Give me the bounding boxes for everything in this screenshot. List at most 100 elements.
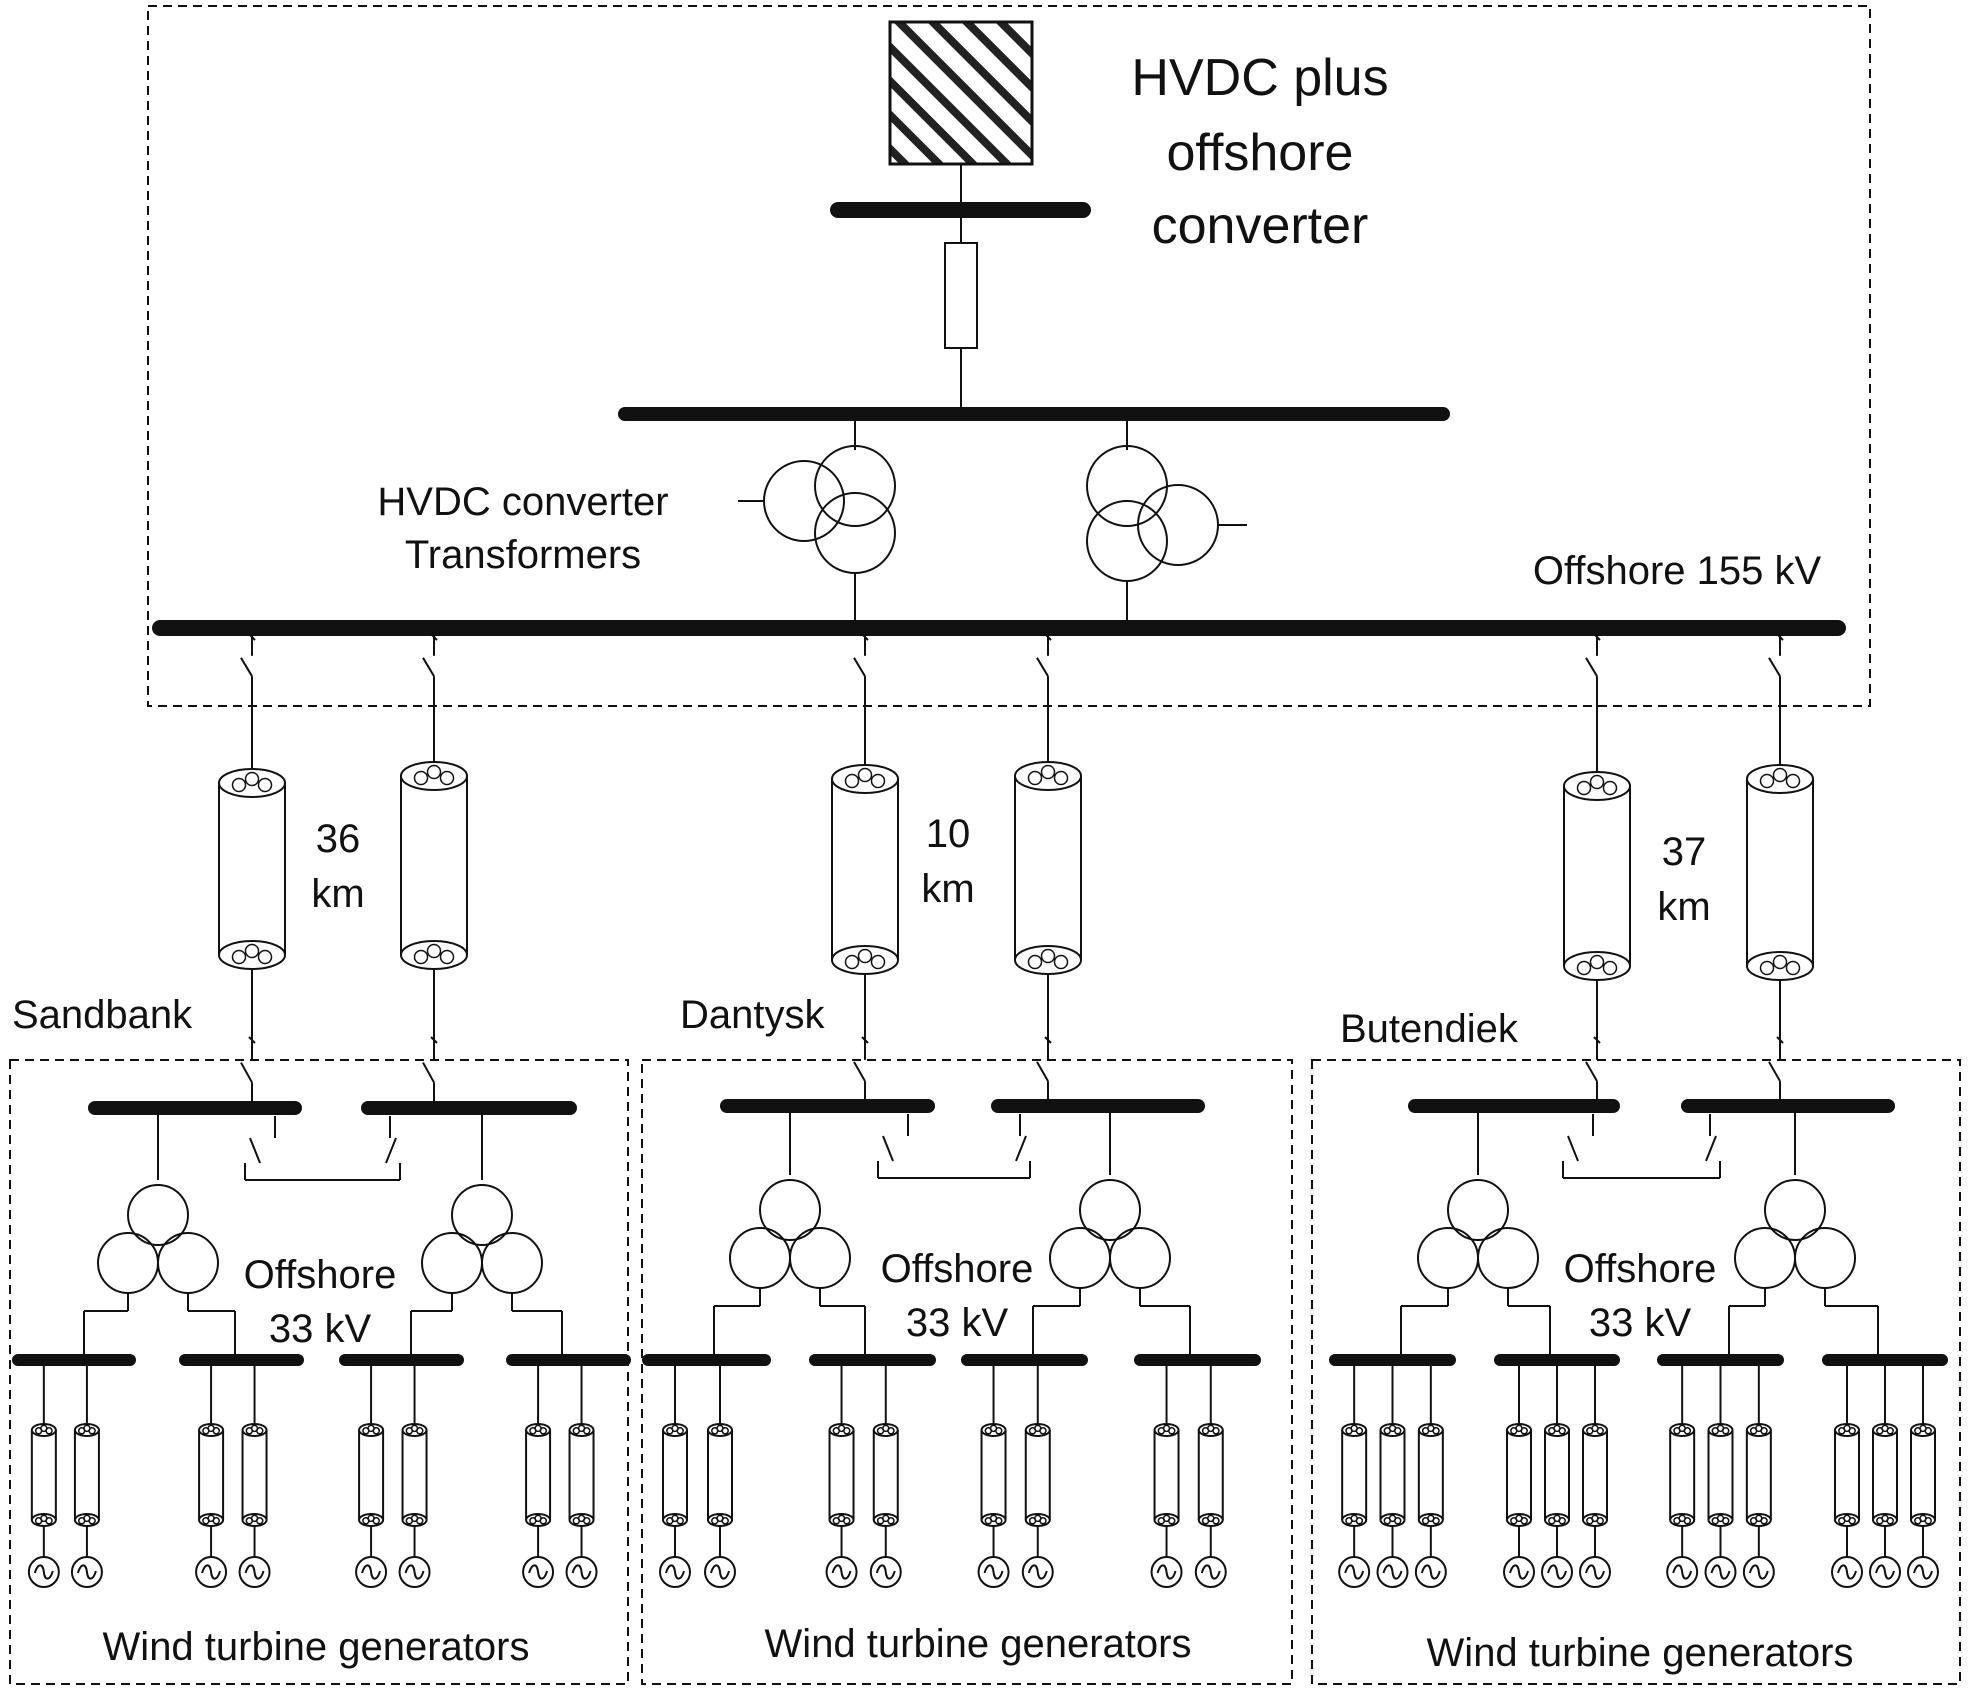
feeder-bus-2 — [179, 1354, 304, 1588]
conductor-bottom-2 — [1848, 1517, 1856, 1525]
switch-blade — [853, 657, 866, 677]
ac-wave — [1913, 1564, 1933, 1580]
conductor-bottom-2 — [842, 1517, 851, 1525]
collector-transformer-2 — [1728, 1112, 1879, 1359]
conductor-top-1 — [1040, 764, 1056, 780]
conductor-top-1 — [1772, 767, 1788, 783]
conductor-top-2 — [439, 770, 455, 786]
wind-turbine-generator — [1666, 1556, 1699, 1588]
conductor-top-2 — [1212, 1427, 1220, 1435]
collector-transformer-2 — [1032, 1112, 1191, 1359]
winding-lv-1 — [1417, 1227, 1479, 1289]
feeder-bus-3 — [339, 1354, 464, 1588]
conductor-top-2 — [45, 1427, 53, 1435]
hvdc-platform — [147, 5, 1871, 707]
array-cable — [1834, 1423, 1860, 1527]
ac-wave — [528, 1564, 549, 1580]
export-cable-dantysk-2 — [1014, 632, 1082, 1106]
switch-tick — [1593, 633, 1601, 641]
array-cable — [1745, 1423, 1772, 1527]
conductor-bottom-2 — [1721, 1517, 1730, 1525]
export-cable-butendiek-1 — [1563, 632, 1631, 1106]
winding-top — [1086, 445, 1168, 527]
farm-boundary — [641, 1059, 1293, 1685]
turbine-string-3 — [1414, 1366, 1447, 1588]
wind-turbine-generator — [1831, 1556, 1863, 1588]
conductor-top-0 — [1027, 770, 1043, 786]
winding-hv — [1764, 1179, 1826, 1241]
conductor-bottom-1 — [244, 943, 260, 959]
converter-transformer-1 — [738, 414, 896, 628]
turbine-string-2 — [1541, 1366, 1573, 1588]
switch-blade — [853, 1061, 866, 1082]
conductor-bottom-2 — [415, 1517, 424, 1525]
conductor-top-2 — [842, 1427, 851, 1435]
farm-switch — [853, 1035, 869, 1106]
switch-blade — [240, 1062, 253, 1083]
coupler-switch-2 — [385, 1137, 397, 1164]
ac-wave — [1420, 1564, 1441, 1580]
generator-circle — [1742, 1556, 1775, 1588]
conductor-bottom-2 — [1520, 1517, 1528, 1525]
switch-tick — [861, 633, 869, 641]
turbine-string-1 — [522, 1366, 555, 1588]
turbine-string-1 — [977, 1366, 1010, 1588]
farm-name-dantysk: Dantysk — [680, 993, 825, 1037]
conductor-bottom-2 — [439, 949, 455, 965]
conductor-bottom-1 — [1040, 948, 1056, 964]
array-cable — [872, 1423, 899, 1527]
distance-sandbank-value: 36 — [316, 817, 361, 861]
wind-turbine-generator — [1742, 1556, 1775, 1588]
winding-lv-2 — [1109, 1227, 1171, 1289]
platform-switch — [853, 632, 869, 700]
ac-wave — [1837, 1564, 1857, 1580]
generator-circle — [1579, 1556, 1611, 1588]
ac-wave — [201, 1564, 222, 1580]
generator-circle — [1907, 1556, 1939, 1588]
turbine-string-1 — [1666, 1366, 1699, 1588]
wind-turbine-generator — [238, 1556, 271, 1588]
conductor-bottom-2 — [1760, 1517, 1768, 1525]
wind-turbines-label-butendiek: Wind turbine generators — [1427, 1631, 1854, 1675]
array-cable — [1506, 1423, 1532, 1527]
ac-wave — [1672, 1564, 1693, 1580]
offshore-33kv-label-butendiek-1: Offshore — [1564, 1247, 1717, 1291]
conductor-bottom-0 — [1759, 960, 1775, 976]
phase-reactor — [944, 242, 978, 349]
turbine-string-1 — [355, 1366, 388, 1588]
switch-tick — [430, 1036, 438, 1044]
conductor-bottom-1 — [1772, 954, 1788, 970]
conductor-top-2 — [1683, 1427, 1692, 1435]
switch-tick — [248, 633, 256, 641]
wind-turbine-generator — [355, 1556, 388, 1588]
turbine-string-2 — [1194, 1366, 1227, 1588]
conductor-bottom-2 — [1355, 1517, 1364, 1525]
turbine-string-1 — [195, 1366, 228, 1588]
generator-circle — [1021, 1556, 1054, 1588]
wind-turbine-generator — [522, 1556, 555, 1588]
conductor-top-0 — [1576, 780, 1592, 796]
switch-blade — [1036, 657, 1049, 677]
winding-lv-2 — [789, 1227, 851, 1289]
conductor-top-2 — [582, 1427, 591, 1435]
turbine-string-3 — [1742, 1366, 1775, 1588]
generator-circle — [977, 1556, 1010, 1588]
turbine-string-2 — [1869, 1366, 1901, 1588]
array-cable — [1872, 1423, 1898, 1527]
hvdc-title-line-3: converter — [1152, 197, 1369, 255]
generator-circle — [238, 1556, 271, 1588]
turbine-string-2 — [565, 1366, 598, 1588]
ac-wave — [1585, 1564, 1605, 1580]
conductor-top-0 — [231, 777, 247, 793]
conductor-bottom-1 — [1589, 954, 1605, 970]
winding-hv — [1079, 1179, 1141, 1241]
conductor-bottom-2 — [1785, 960, 1801, 976]
turbine-string-2 — [1376, 1366, 1409, 1588]
conductor-top-2 — [255, 1427, 264, 1435]
farm-switch — [240, 1035, 256, 1108]
generator-circle — [825, 1556, 858, 1588]
hvdc-title-line-1: HVDC plus — [1131, 49, 1388, 107]
conductor-top-2 — [212, 1427, 221, 1435]
conductor-bottom-0 — [844, 954, 860, 970]
conductor-top-0 — [1759, 773, 1775, 789]
